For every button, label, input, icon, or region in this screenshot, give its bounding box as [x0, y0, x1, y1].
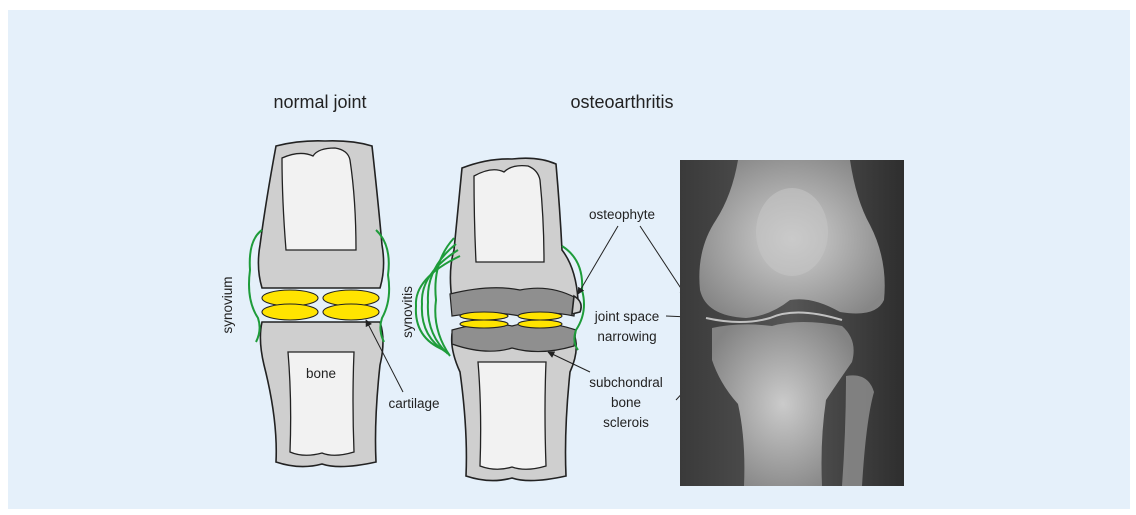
- oa-cartilage-upper-right: [518, 312, 562, 320]
- osteoarthritis-title: osteoarthritis: [570, 92, 673, 112]
- osteophyte-arrow-right: [640, 226, 686, 296]
- knee-xray-image: [680, 160, 904, 486]
- osteoarthritis-illustration: [416, 158, 584, 480]
- subchondral-label-line2: bone: [611, 395, 641, 410]
- synovium-label: synovium: [220, 276, 235, 333]
- xray-patella: [756, 188, 828, 276]
- joint-space-label-line1: joint space: [594, 309, 660, 324]
- cartilage-label: cartilage: [388, 396, 439, 411]
- osteophyte-label: osteophyte: [589, 207, 655, 222]
- oa-cartilage-lower-left: [460, 320, 508, 328]
- oa-sclerosis-upper: [450, 288, 576, 316]
- normal-joint-title: normal joint: [273, 92, 366, 112]
- oa-tibia-marrow: [478, 362, 546, 469]
- bone-label: bone: [306, 366, 336, 381]
- normal-cartilage-lower-left: [262, 304, 318, 320]
- normal-femur-marrow: [282, 148, 356, 250]
- oa-osteophyte: [572, 296, 581, 314]
- subchondral-label-line3: sclerois: [603, 415, 649, 430]
- oa-cartilage-lower-right: [518, 320, 562, 328]
- oa-femur-marrow: [474, 166, 544, 262]
- synovitis-label: synovitis: [400, 286, 415, 338]
- osteophyte-arrow-left: [578, 226, 618, 294]
- oa-cartilage-upper-left: [460, 312, 508, 320]
- normal-cartilage-lower-right: [323, 304, 379, 320]
- normal-joint-illustration: [249, 141, 389, 467]
- joint-space-label-line2: narrowing: [597, 329, 656, 344]
- subchondral-label-line1: subchondral: [589, 375, 663, 390]
